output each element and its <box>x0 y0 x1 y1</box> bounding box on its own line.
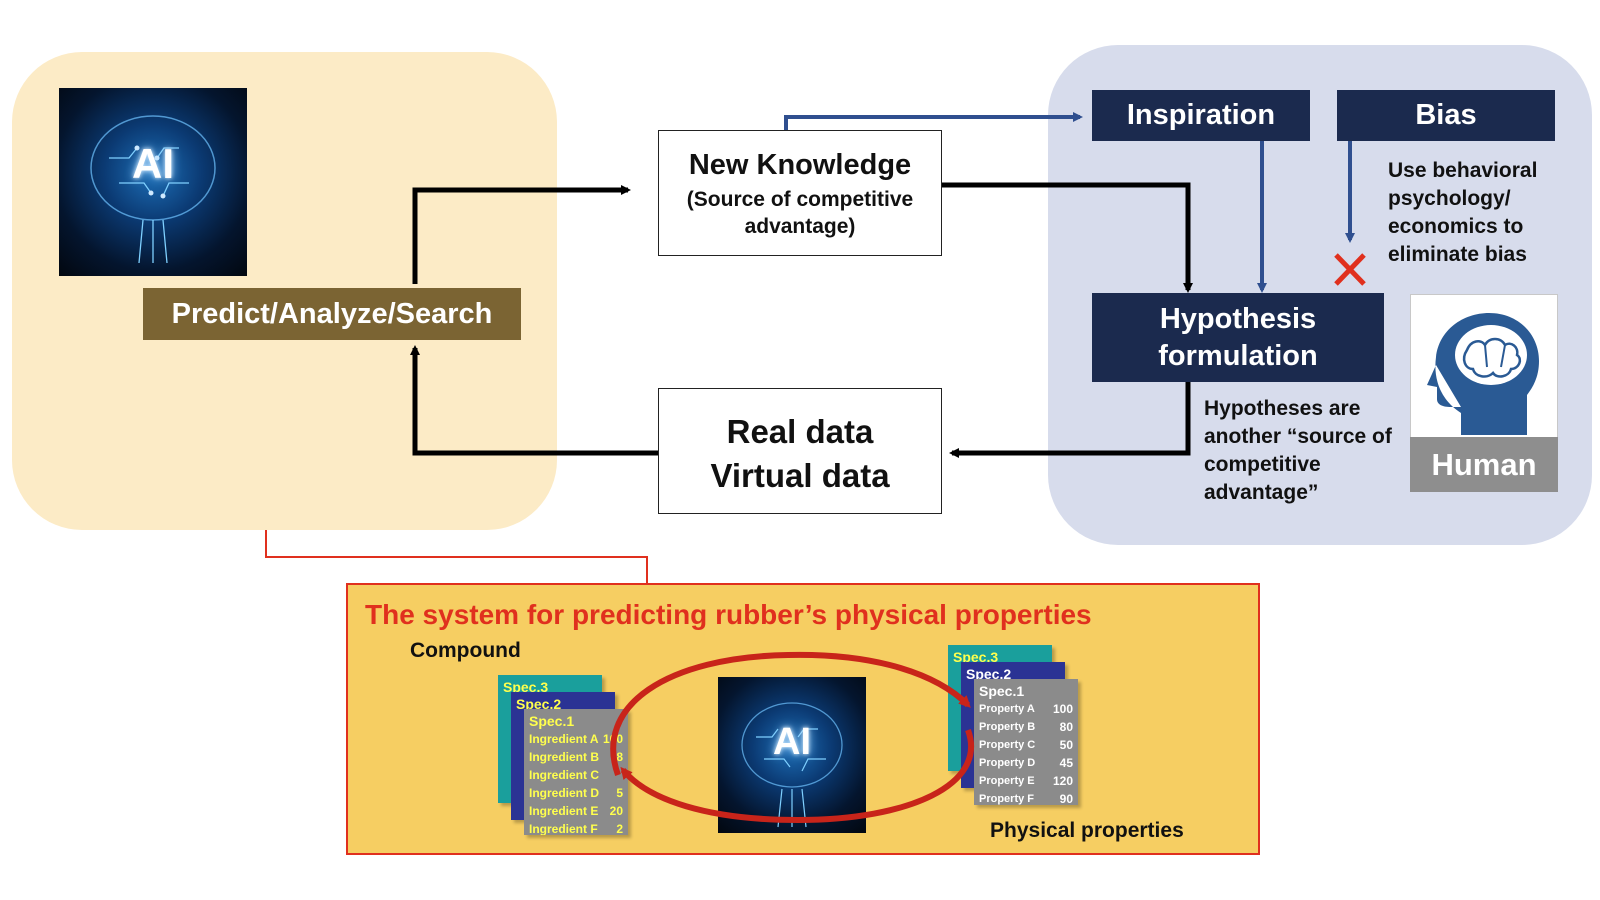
blocked-x-icon <box>1334 253 1366 286</box>
real-data-label: Real data <box>726 413 874 450</box>
hypothesis-note: Hypotheses are another “source of compet… <box>1204 397 1392 504</box>
human-head-icon <box>1427 313 1539 435</box>
new-knowledge-subtitle: (Source of competitive advantage) <box>686 188 914 238</box>
property-spec3-label: Spec.3 <box>953 649 999 665</box>
arrow-hypothesis-to-data <box>949 382 1191 458</box>
ai-brain-image: AI <box>59 88 247 276</box>
property-spec1-label: Spec.1 <box>979 683 1025 699</box>
circuit-brain-icon <box>90 115 216 264</box>
physical-properties-label: Physical properties <box>990 819 1184 842</box>
inspiration-box: Inspiration <box>1092 90 1310 141</box>
data-box: Real data Virtual data <box>658 388 942 514</box>
property-spec2-label: Spec.2 <box>966 666 1012 682</box>
rubber-ai-badge-text: AI <box>773 721 811 763</box>
arrow-predict-to-knowledge <box>412 185 631 284</box>
predict-analyze-search-box: Predict/Analyze/Search <box>143 288 521 340</box>
rubber-system-title: The system for predicting rubber’s physi… <box>365 599 1092 630</box>
bias-box: Bias <box>1337 90 1555 141</box>
rubber-system-panel: The system for predicting rubber’s physi… <box>346 583 1260 855</box>
ingredient-row: Ingredient C <box>529 768 600 782</box>
compound-spec1-label: Spec.1 <box>529 713 575 729</box>
connector-ai-to-rubber <box>265 530 648 583</box>
new-knowledge-title: New Knowledge <box>688 149 912 181</box>
prediction-cycle-arrows <box>610 651 974 824</box>
arrow-data-to-predict <box>410 345 662 456</box>
compound-spec2-label: Spec.2 <box>516 696 562 712</box>
circuit-brain-icon <box>741 702 843 828</box>
virtual-data-label: Virtual data <box>710 457 890 494</box>
compound-spec3-label: Spec.3 <box>503 679 549 695</box>
new-knowledge-box: New Knowledge (Source of competitive adv… <box>658 130 942 256</box>
rubber-ai-image: AI <box>718 677 866 833</box>
arrow-knowledge-to-hypothesis <box>942 182 1193 293</box>
human-label: Human <box>1410 437 1558 492</box>
bias-note: Use behavioral psychology/ economics to … <box>1388 159 1538 266</box>
compound-label: Compound <box>410 639 521 662</box>
arrow-knowledge-to-inspiration <box>784 112 1083 130</box>
hypothesis-box: Hypothesis formulation <box>1092 293 1384 382</box>
ai-badge-text: AI <box>132 140 174 187</box>
